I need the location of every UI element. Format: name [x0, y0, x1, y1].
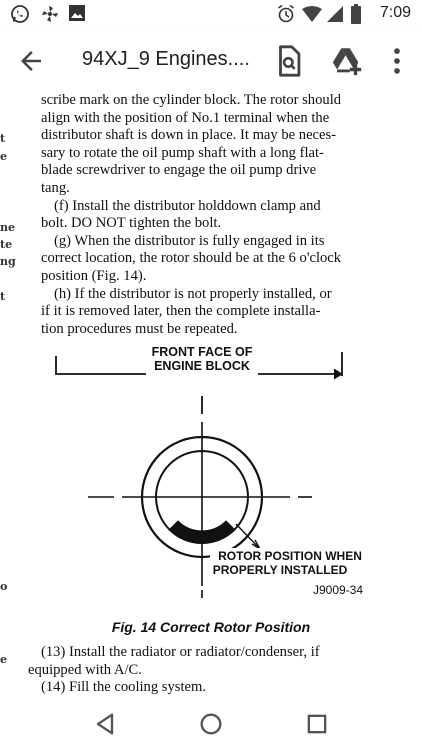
text-line: if it is removed later, then the complet…: [41, 303, 321, 320]
margin-fragment: ng: [0, 255, 16, 268]
drive-add-icon[interactable]: [330, 44, 364, 78]
wifi-icon: [302, 6, 322, 22]
system-nav-bar: [0, 698, 422, 750]
text-line: position (Fig. 14).: [41, 267, 147, 284]
figure-code: J9009-34: [313, 583, 363, 597]
more-vert-icon[interactable]: [380, 44, 414, 78]
text-line: align with the position of No.1 terminal…: [41, 109, 330, 126]
status-bar: 7:09: [0, 0, 422, 30]
margin-fragment: e: [0, 653, 7, 666]
text-line: (14) Fill the cooling system.: [41, 679, 206, 696]
pinwheel-icon: [42, 6, 58, 22]
document-title: 94XJ_9 Engines....: [82, 48, 250, 70]
whatsapp-icon: [11, 5, 29, 23]
page-text-continued: (13) Install the radiator or radiator/co…: [28, 644, 386, 697]
home-circle-icon[interactable]: [197, 710, 225, 738]
app-bar: 94XJ_9 Engines....: [0, 30, 422, 92]
back-triangle-icon[interactable]: [91, 710, 119, 738]
left-margin-fragments: t e ne te ng t o e: [0, 92, 16, 698]
page-text: scribe mark on the cylinder block. The r…: [41, 92, 386, 338]
figure-callout-rotor-position: ROTOR POSITION WHEN: [218, 549, 362, 563]
text-line: blade screwdriver to engage the oil pump…: [41, 162, 317, 179]
battery-icon: [351, 4, 361, 24]
margin-fragment: o: [0, 580, 8, 593]
text-line: distributor shaft is down in place. It m…: [41, 127, 337, 144]
margin-fragment: t: [0, 132, 6, 145]
text-line: (g) When the distributor is fully engage…: [54, 232, 325, 249]
text-line: bolt. DO NOT tighten the bolt.: [41, 215, 222, 232]
text-line: tang.: [41, 179, 70, 196]
clock-time: 7:09: [379, 4, 411, 21]
figure-label-front-face: FRONT FACE OF: [152, 346, 253, 359]
figure-callout-properly-installed: PROPERLY INSTALLED: [213, 563, 348, 577]
recents-square-icon[interactable]: [303, 710, 331, 738]
doc-search-icon[interactable]: [272, 44, 306, 78]
alarm-icon: [278, 4, 294, 23]
text-line: equipped with A/C.: [28, 661, 142, 678]
text-line: sary to rotate the oil pump shaft with a…: [41, 144, 324, 161]
text-line: (13) Install the radiator or radiator/co…: [41, 644, 320, 660]
margin-fragment: t: [0, 290, 6, 303]
margin-fragment: ne: [0, 221, 15, 234]
signal-icon: [327, 6, 343, 22]
margin-fragment: e: [0, 150, 7, 163]
margin-fragment: te: [0, 238, 13, 251]
text-line: (f) Install the distributor holddown cla…: [54, 197, 321, 214]
image-icon: [69, 5, 85, 21]
figure-caption: Fig. 14 Correct Rotor Position: [111, 619, 311, 635]
figure-label-engine-block: ENGINE BLOCK: [154, 359, 250, 373]
text-line: correct location, the rotor should be at…: [41, 250, 342, 267]
rotor-position-figure: FRONT FACE OF ENGINE BLOCK ROTOR POSITIO…: [55, 346, 370, 598]
text-line: (h) If the distributor is not properly i…: [54, 285, 332, 302]
text-line: scribe mark on the cylinder block. The r…: [41, 92, 342, 108]
text-line: tion procedures must be repeated.: [41, 320, 238, 337]
document-viewer[interactable]: t e ne te ng t o e scribe mark on the cy…: [0, 92, 422, 698]
back-arrow-icon[interactable]: [16, 46, 46, 76]
